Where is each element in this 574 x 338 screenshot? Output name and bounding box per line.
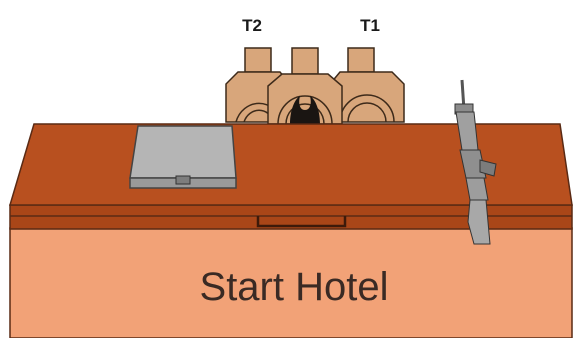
briefcase-icon <box>130 126 236 188</box>
desk-title: Start Hotel <box>200 265 389 309</box>
label-target-t1: T1 <box>360 16 380 35</box>
target-group <box>226 48 404 124</box>
label-target-t2: T2 <box>242 16 262 35</box>
target-silhouette-icon <box>268 48 342 124</box>
